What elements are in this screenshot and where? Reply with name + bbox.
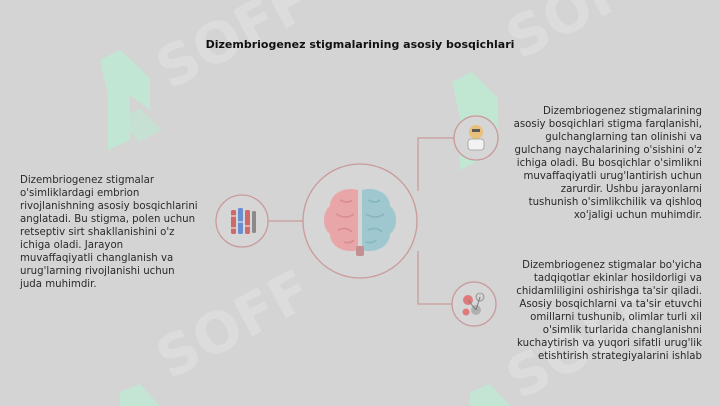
brain-icon — [324, 188, 396, 256]
scientist-icon — [467, 125, 485, 151]
bottom-right-node[interactable] — [451, 281, 497, 327]
center-node — [302, 163, 418, 279]
chromosome-icon — [231, 208, 256, 234]
molecules-icon — [462, 292, 485, 316]
connector-top-right — [417, 137, 454, 191]
left-node-text: Dizembriogenez stigmalar o'simliklardagi… — [20, 175, 198, 290]
bottom-right-node-text: Dizembriogenez stigmalar bo'yicha tadqiq… — [516, 260, 702, 362]
left-node[interactable] — [215, 194, 269, 248]
top-right-node-text: Dizembriogenez stigmalarining asosiy bos… — [513, 106, 702, 221]
connector-bottom-right — [417, 251, 452, 305]
diagram-title: Dizembriogenez stigmalarining asosiy bos… — [205, 38, 515, 51]
top-right-node[interactable] — [453, 115, 499, 161]
